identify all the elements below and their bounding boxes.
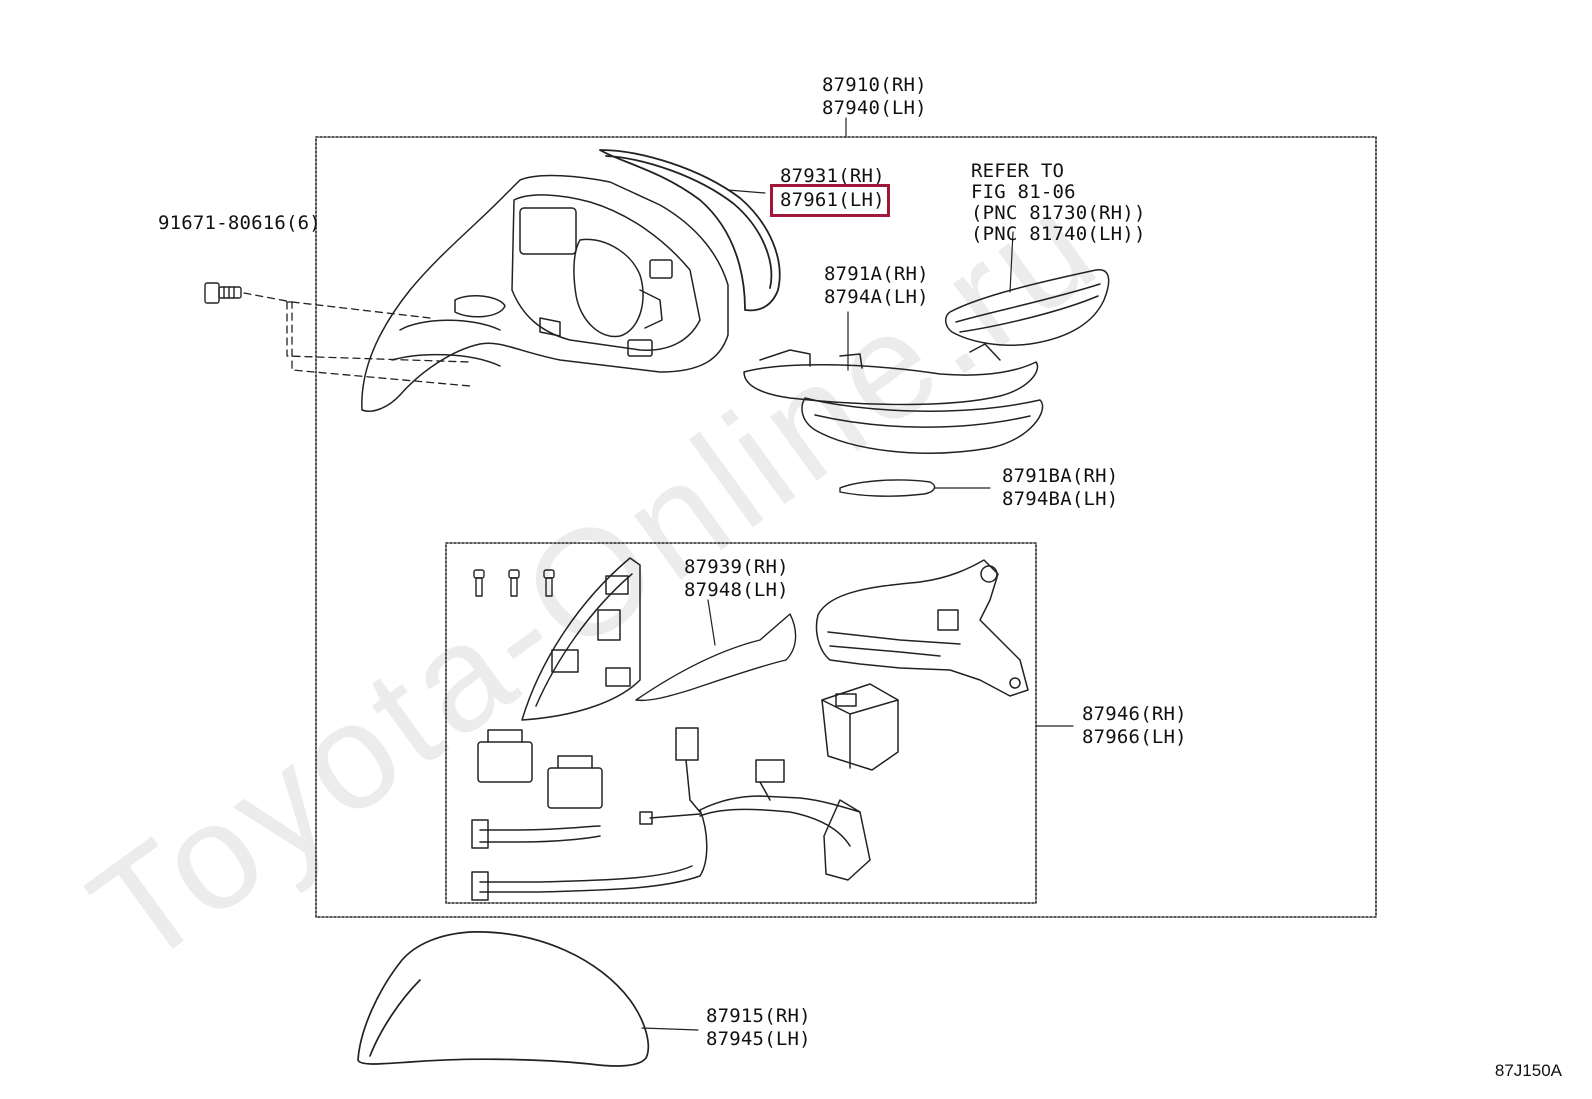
small-cover: [839, 479, 936, 497]
label-cover-lower-lh: 8794A(LH): [824, 286, 929, 308]
label-assembly-lh: 87940(LH): [822, 97, 927, 119]
label-refer-1: REFER TO: [971, 160, 1065, 182]
lower-cover: [743, 343, 1044, 454]
label-cap-lh: 87945(LH): [706, 1028, 811, 1050]
small-screws: [473, 569, 555, 597]
turn-signal-lamp: [945, 269, 1110, 346]
actuator-frame: [445, 542, 1037, 904]
label-refer-4: (PNC 81740(LH)): [971, 223, 1146, 245]
wire-harness: [471, 759, 871, 901]
label-actuator-rh: 87946(RH): [1082, 703, 1187, 725]
label-cap-rh: 87915(RH): [706, 1005, 811, 1027]
highlight-box[interactable]: [770, 184, 890, 217]
label-refer-3: (PNC 81730(RH)): [971, 202, 1146, 224]
label-cover-small-lh: 8794BA(LH): [1002, 488, 1119, 510]
label-mirror-rh: 87931(RH): [780, 165, 885, 187]
label-cover-lower-rh: 8791A(RH): [824, 263, 929, 285]
label-refer-2: FIG 81-06: [971, 181, 1076, 203]
actuator-bracket: [815, 559, 1029, 697]
mirror-glass: [599, 149, 781, 312]
label-screw: 91671-80616(6): [158, 212, 321, 234]
assembly-frame: [315, 136, 1377, 918]
connectors: [477, 727, 785, 809]
label-cover-small-rh: 8791BA(RH): [1002, 465, 1119, 487]
base-plate: [521, 557, 641, 721]
label-pad-rh: 87939(RH): [684, 556, 789, 578]
figure-id: 87J150A: [1494, 1061, 1562, 1080]
pad-part: [635, 613, 797, 702]
label-assembly-rh: 87910(RH): [822, 74, 927, 96]
label-pad-lh: 87948(LH): [684, 579, 789, 601]
screw-part: [204, 282, 242, 304]
leader-mirror: [727, 189, 766, 194]
motor-part: [821, 683, 899, 771]
leader-cap: [641, 1027, 699, 1031]
label-actuator-lh: 87966(LH): [1082, 726, 1187, 748]
mirror-cap: [357, 931, 650, 1067]
screw-leaders: [243, 292, 471, 387]
leader-refer: [1009, 231, 1014, 293]
mirror-housing: [361, 174, 729, 412]
leader-pad: [707, 599, 716, 646]
label-mirror-lh[interactable]: 87961(LH): [780, 189, 885, 211]
